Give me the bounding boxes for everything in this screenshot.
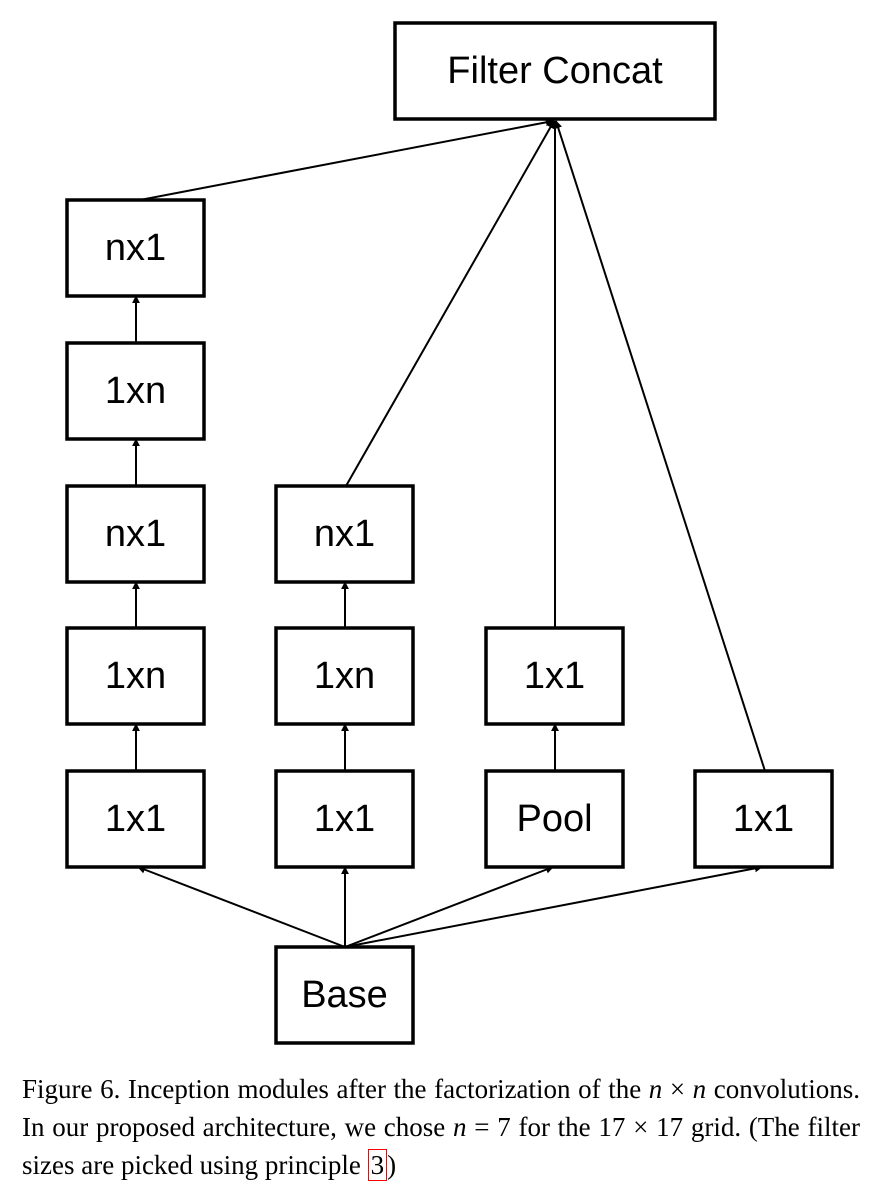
- node-label: nx1: [105, 227, 166, 269]
- caption-times: ×: [662, 1074, 693, 1104]
- node-label: Base: [301, 974, 388, 1016]
- node-box: [274, 769, 415, 869]
- caption-math-n-2: n: [692, 1074, 707, 1104]
- figure-caption: Figure 6. Inception modules after the fa…: [22, 1070, 860, 1184]
- node-box: [65, 769, 206, 869]
- node-box: [274, 945, 415, 1045]
- node-a-1xn-upper: 1xn: [65, 341, 206, 441]
- caption-part-1: Figure 6. Inception modules after the fa…: [22, 1074, 649, 1104]
- arrow-b-nx1-to-filter-concat: [345, 120, 555, 487]
- node-filter-concat: Filter Concat: [393, 21, 717, 121]
- node-label: 1xn: [314, 655, 375, 697]
- node-b-nx1: nx1: [274, 484, 415, 584]
- node-box: [65, 341, 206, 441]
- node-c-1x1: 1x1: [484, 626, 625, 726]
- node-a-nx1-mid: nx1: [65, 484, 206, 584]
- caption-part-2: convolutions. In our proposed architectu…: [22, 1074, 860, 1142]
- node-label: nx1: [105, 513, 166, 555]
- node-label: Pool: [516, 798, 592, 840]
- node-label: 1x1: [314, 798, 375, 840]
- node-label: 1x1: [105, 798, 166, 840]
- node-a-1xn-lower: 1xn: [65, 626, 206, 726]
- node-box: [274, 484, 415, 584]
- inception-module-diagram: Filter Concat nx1 1xn nx1 1xn 1x1 nx1 1xn 1x1 1x1…: [65, 21, 834, 1045]
- arrow-a-nx1-top-to-filter-concat: [139, 118, 554, 201]
- node-box: [65, 198, 206, 298]
- node-box: [274, 626, 415, 726]
- node-label: 1xn: [105, 370, 166, 412]
- node-a-nx1-top: nx1: [65, 198, 206, 298]
- node-base: Base: [274, 945, 415, 1045]
- arrow-base-to-a-1x1: [137, 865, 346, 948]
- caption-part-4: ): [387, 1150, 397, 1180]
- caption-math-n-1: n: [648, 1074, 663, 1104]
- node-box: [484, 769, 625, 869]
- node-box: [65, 626, 206, 726]
- node-box: [693, 769, 834, 869]
- node-label: 1x1: [524, 655, 585, 697]
- nodes: Filter Concat nx1 1xn nx1 1xn 1x1 nx1 1xn 1x1 1x1…: [65, 21, 834, 1045]
- node-label: Filter Concat: [447, 50, 663, 92]
- node-a-1x1: 1x1: [65, 769, 206, 869]
- arrow-base-to-c-pool: [344, 865, 554, 948]
- node-d-1x1: 1x1: [693, 769, 834, 869]
- node-label: 1x1: [733, 798, 794, 840]
- arrow-base-to-d-1x1: [344, 864, 763, 948]
- node-box: [65, 484, 206, 584]
- caption-part-3: = 7 for the 17 × 17 grid. (The filter si…: [22, 1112, 860, 1180]
- node-c-pool: Pool: [484, 769, 625, 869]
- node-label: nx1: [314, 513, 375, 555]
- arrow-d-1x1-to-filter-concat: [554, 120, 766, 772]
- node-box: [393, 21, 717, 121]
- node-label: 1xn: [105, 655, 166, 697]
- node-b-1x1: 1x1: [274, 769, 415, 869]
- principle-reference-link[interactable]: 3: [367, 1149, 388, 1181]
- edges: [132, 118, 766, 948]
- node-box: [484, 626, 625, 726]
- caption-math-n-3: n: [453, 1112, 467, 1142]
- node-b-1xn: 1xn: [274, 626, 415, 726]
